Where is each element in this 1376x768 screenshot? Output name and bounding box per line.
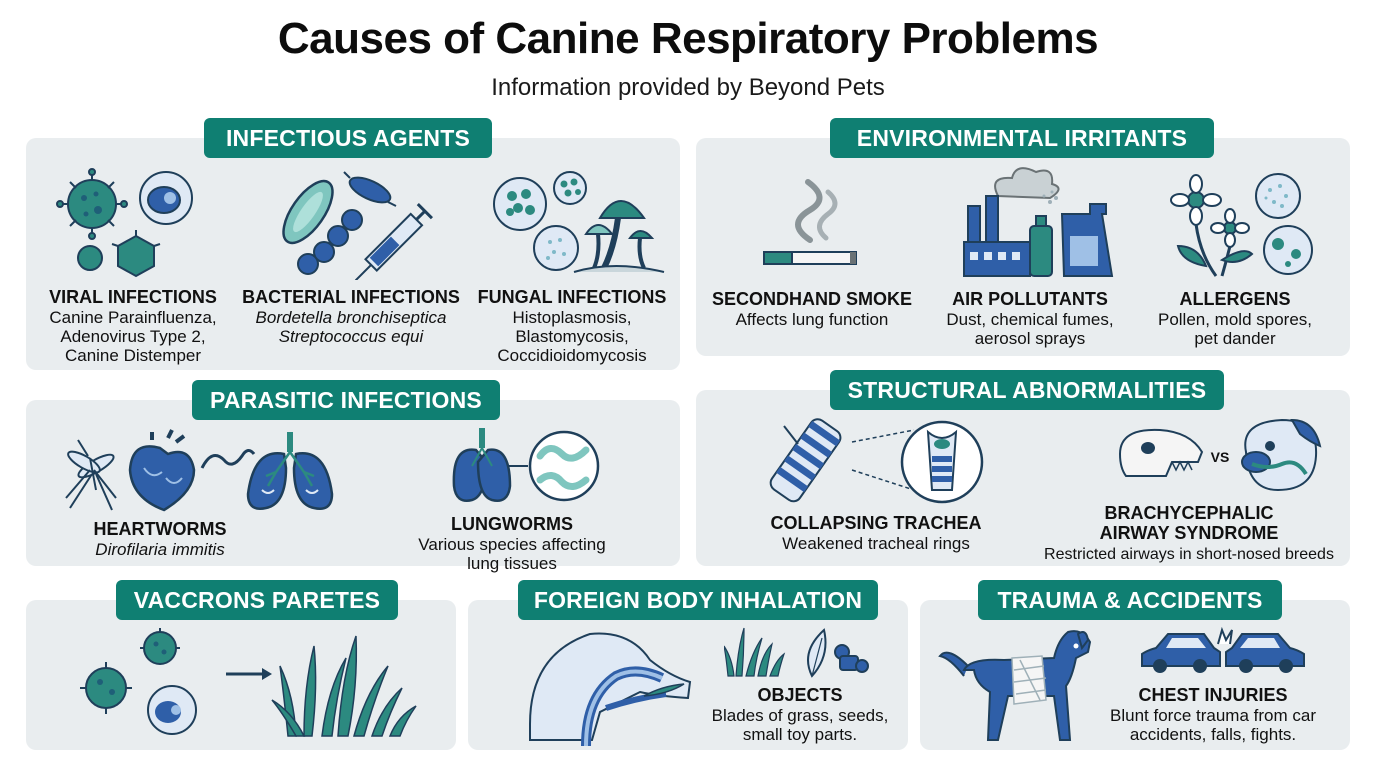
pollutants-line-1: Dust, chemical fumes, (946, 310, 1114, 329)
virus-icon (56, 168, 193, 278)
lungworms-title: LUNGWORMS (451, 514, 573, 534)
factory-icon (963, 167, 1114, 277)
pollutants-line-2: aerosol sprays (974, 329, 1086, 348)
viral-infections-caption: VIRAL INFECTIONS Canine Parainfluenza, A… (38, 287, 228, 366)
objects-title: OBJECTS (757, 685, 843, 705)
page-subtitle: Information provided by Beyond Pets (491, 74, 885, 101)
allergens-line-2: pet dander (1194, 329, 1276, 348)
allergen-flower-icon (1170, 173, 1313, 277)
lungworms-line-1: Various species affecting (418, 535, 606, 554)
vaccine-badge: VACCRONS PARETES (116, 580, 398, 620)
viral-line-3: Canine Distemper (64, 346, 202, 365)
lungworms-line-2: lung tissues (467, 554, 557, 573)
lungworm-icon (452, 428, 600, 502)
objects-caption: OBJECTS Blades of grass, seeds, small to… (698, 685, 902, 745)
chest-injuries-caption: CHEST INJURIES Blunt force trauma from c… (1094, 685, 1332, 745)
fungal-line-3: Coccidioidomycosis (497, 346, 647, 365)
viral-line-1: Canine Parainfluenza, (49, 308, 217, 327)
objects-line-1: Blades of grass, seeds, (711, 706, 889, 725)
bacteria-icon (282, 171, 434, 280)
car-crash-icon (1141, 626, 1305, 673)
mosquito-heartworm-icon (65, 429, 334, 512)
bacterial-infections-title: BACTERIAL INFECTIONS (242, 287, 460, 307)
trauma-badge: TRAUMA & ACCIDENTS (978, 580, 1282, 620)
lungworms-caption: LUNGWORMS Various species affecting lung… (396, 514, 628, 574)
fungal-infections-caption: FUNGAL INFECTIONS Histoplasmosis, Blasto… (470, 287, 674, 366)
air-pollutants-caption: AIR POLLUTANTS Dust, chemical fumes, aer… (930, 289, 1130, 349)
heartworms-caption: HEARTWORMS Dirofilaria immitis (70, 519, 250, 560)
smoke-line-1: Affects lung function (735, 310, 889, 329)
secondhand-smoke-caption: SECONDHAND SMOKE Affects lung function (708, 289, 916, 330)
bacterial-line-2: Streptococcus equi (278, 327, 424, 346)
chest-line-2: accidents, falls, fights. (1129, 725, 1297, 744)
pug-head-icon (1241, 418, 1322, 492)
skull-icon (1118, 428, 1204, 477)
air-pollutants-title: AIR POLLUTANTS (952, 289, 1108, 309)
structural-abnormalities-badge: STRUCTURAL ABNORMALITIES (830, 370, 1224, 410)
foreign-body-badge: FOREIGN BODY INHALATION (518, 580, 878, 620)
collapsing-trachea-title: COLLAPSING TRACHEA (770, 513, 982, 533)
grass-seed-toy-icon (724, 627, 869, 678)
fungal-infections-title: FUNGAL INFECTIONS (477, 287, 667, 307)
trachea-line-1: Weakened tracheal rings (782, 534, 970, 553)
fungus-icon (493, 171, 665, 273)
infectious-agents-badge: INFECTIOUS AGENTS (204, 118, 492, 158)
chest-line-1: Blunt force trauma from car (1110, 706, 1316, 725)
page-title: Causes of Canine Respiratory Problems (277, 14, 1099, 63)
viral-line-2: Adenovirus Type 2, (60, 327, 206, 346)
dog-airway-icon (529, 632, 692, 746)
parasitic-infections-badge: PARASITIC INFECTIONS (192, 380, 500, 420)
bacterial-infections-caption: BACTERIAL INFECTIONS Bordetella bronchis… (240, 287, 462, 347)
heartworms-line-1: Dirofilaria immitis (95, 540, 225, 559)
brachycephalic-title-1: BRACHYCEPHALIC (1104, 503, 1274, 523)
viral-infections-title: VIRAL INFECTIONS (49, 287, 217, 307)
brachy-line-1: Restricted airways in short-nosed breeds (1044, 546, 1334, 563)
virus-to-grass-icon (80, 628, 417, 737)
vs-label: VS (1210, 449, 1230, 465)
collapsing-trachea-caption: COLLAPSING TRACHEA Weakened tracheal rin… (764, 513, 988, 554)
allergens-line-1: Pollen, mold spores, (1157, 310, 1313, 329)
fungal-line-2: Blastomycosis, (515, 327, 629, 346)
environmental-irritants-badge: ENVIRONMENTAL IRRITANTS (830, 118, 1214, 158)
injured-dog-icon (938, 630, 1092, 741)
fungal-line-1: Histoplasmosis, (512, 308, 632, 327)
allergens-title: ALLERGENS (1179, 289, 1291, 309)
secondhand-smoke-title: SECONDHAND SMOKE (711, 289, 912, 309)
objects-line-2: small toy parts. (742, 725, 858, 744)
bacterial-line-1: Bordetella bronchiseptica (255, 308, 447, 327)
heartworms-title: HEARTWORMS (93, 519, 227, 539)
cigarette-icon (763, 179, 857, 265)
brachycephalic-title-2: AIRWAY SYNDROME (1099, 523, 1279, 543)
allergens-caption: ALLERGENS Pollen, mold spores, pet dande… (1140, 289, 1330, 349)
brachycephalic-caption: BRACHYCEPHALIC AIRWAY SYNDROME Restricte… (1034, 504, 1344, 564)
chest-injuries-title: CHEST INJURIES (1138, 685, 1288, 705)
trachea-icon (769, 418, 984, 504)
